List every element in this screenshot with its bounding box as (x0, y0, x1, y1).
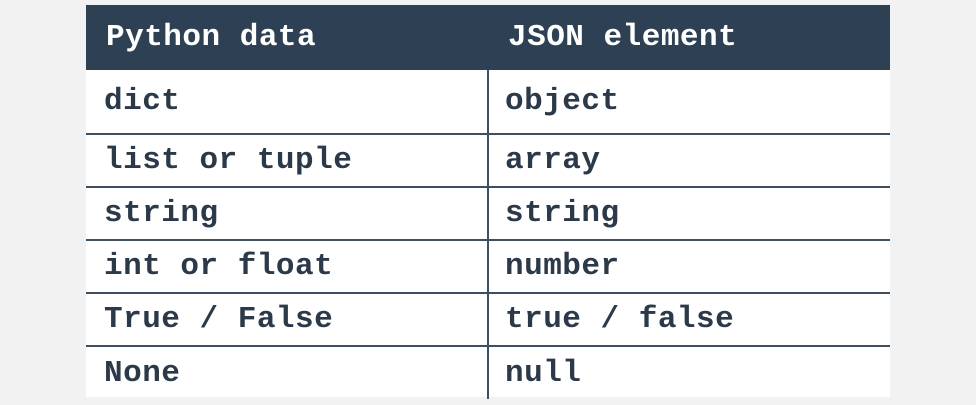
mapping-table: Python data JSON element dict object lis… (86, 5, 890, 399)
table-row: None null (86, 345, 890, 399)
json-type-cell: true / false (488, 292, 890, 346)
python-type-cell: list or tuple (86, 133, 489, 187)
header-row: Python data JSON element (86, 5, 890, 70)
python-type-cell: int or float (86, 239, 489, 293)
header-python-data: Python data (106, 20, 317, 55)
table-header: Python data JSON element (86, 5, 890, 70)
json-type-cell: number (488, 239, 890, 293)
json-type-cell: string (488, 186, 890, 240)
python-type-cell: True / False (86, 292, 489, 346)
table-row: list or tuple array (86, 133, 890, 187)
table-row: dict object (86, 70, 890, 134)
json-type-cell: array (488, 133, 890, 187)
table-row: int or float number (86, 239, 890, 293)
header-json-element: JSON element (508, 20, 738, 55)
python-type-cell: None (86, 345, 489, 399)
json-type-cell: null (488, 345, 890, 399)
json-type-cell: object (505, 84, 620, 119)
table-body: dict object list or tuple array string s… (86, 70, 890, 399)
python-type-cell: dict (86, 70, 489, 134)
python-type-cell: string (86, 186, 489, 240)
python-json-mapping-table: Python data JSON element dict object lis… (86, 5, 890, 399)
table-row: True / False true / false (86, 292, 890, 346)
table-row: string string (86, 186, 890, 240)
